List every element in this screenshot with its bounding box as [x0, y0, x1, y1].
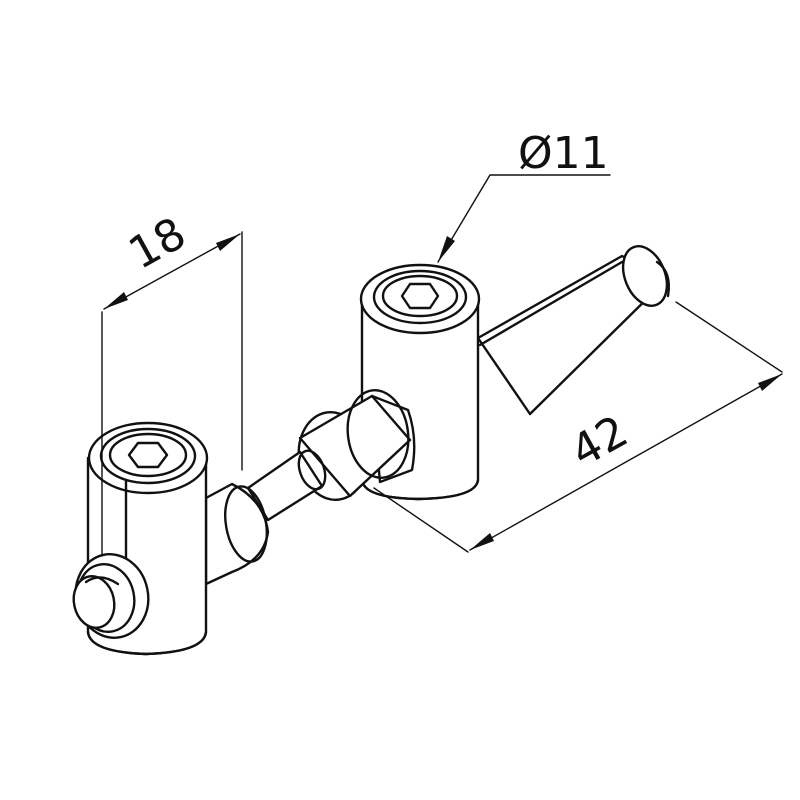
right-collar: [297, 389, 416, 502]
dimension-label-diameter: Ø11: [518, 128, 609, 179]
hex-socket-icon: [400, 282, 440, 310]
dimension-label-42: 42: [563, 406, 637, 478]
front-stud: [72, 553, 150, 639]
dimension-label-18: 18: [121, 208, 195, 280]
dimension-diameter: Ø11: [437, 128, 611, 263]
hex-socket-icon: [127, 441, 169, 469]
left-collar: [204, 482, 270, 586]
long-shaft: [476, 245, 671, 416]
